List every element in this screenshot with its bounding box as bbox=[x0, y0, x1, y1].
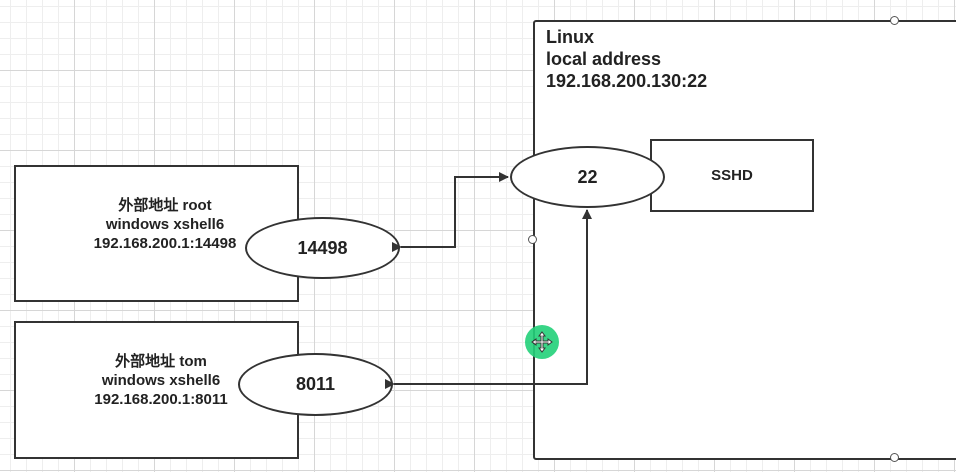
connector-8011-to-22[interactable] bbox=[385, 209, 592, 389]
client-tom-line1: 外部地址 tom bbox=[115, 353, 207, 370]
client-tom-line3: 192.168.200.1:8011 bbox=[94, 391, 228, 408]
client-tom-line2: windows xshell6 bbox=[101, 372, 221, 389]
port-8011-label: 8011 bbox=[295, 374, 336, 394]
port-14498-label: 14498 bbox=[297, 237, 348, 258]
port-8011-ellipse[interactable]: 8011 bbox=[238, 353, 393, 416]
connector-14498-to-22[interactable] bbox=[392, 172, 509, 252]
port-22-ellipse[interactable]: 22 bbox=[510, 146, 665, 208]
client-tom-label: 外部地址 tom windows xshell6 192.168.200.1:8… bbox=[56, 352, 266, 409]
resize-handle-left-mid[interactable] bbox=[528, 235, 537, 244]
move-cursor-icon bbox=[525, 325, 559, 359]
port-14498-ellipse[interactable]: 14498 bbox=[245, 217, 400, 279]
client-root-line2: windows xshell6 bbox=[105, 216, 225, 233]
linux-subtitle: local address bbox=[546, 49, 662, 69]
linux-address: 192.168.200.130:22 bbox=[546, 71, 708, 91]
move-arrows-icon bbox=[531, 331, 553, 353]
sshd-label: SSHD bbox=[711, 167, 753, 184]
resize-handle-bottom-right[interactable] bbox=[890, 453, 899, 462]
sshd-box[interactable]: SSHD bbox=[650, 139, 814, 212]
client-root-line1: 外部地址 root bbox=[118, 197, 212, 214]
resize-handle-top-right[interactable] bbox=[890, 16, 899, 25]
client-root-line3: 192.168.200.1:14498 bbox=[93, 235, 237, 252]
linux-title: Linux bbox=[546, 27, 594, 47]
linux-host-box[interactable] bbox=[533, 20, 956, 460]
client-root-label: 外部地址 root windows xshell6 192.168.200.1:… bbox=[60, 196, 270, 253]
port-22-label: 22 bbox=[577, 166, 598, 187]
linux-host-label: Linux local address 192.168.200.130:22 bbox=[546, 26, 707, 92]
